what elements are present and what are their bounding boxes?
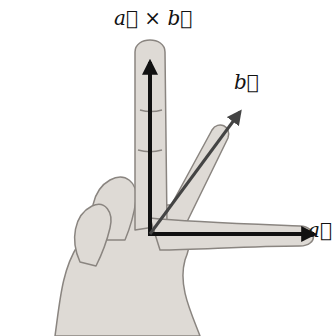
- hand: [55, 40, 314, 336]
- vector-a-label: a⃗: [308, 218, 332, 242]
- cross-product-arrow: [148, 62, 152, 234]
- vector-b-label: b⃗: [234, 70, 259, 94]
- vector-b-arrow: [150, 112, 240, 234]
- vector-a-arrow: [148, 232, 314, 236]
- cross-product-label: a⃗ × b⃗: [114, 6, 192, 30]
- vector-arrows: [148, 62, 314, 234]
